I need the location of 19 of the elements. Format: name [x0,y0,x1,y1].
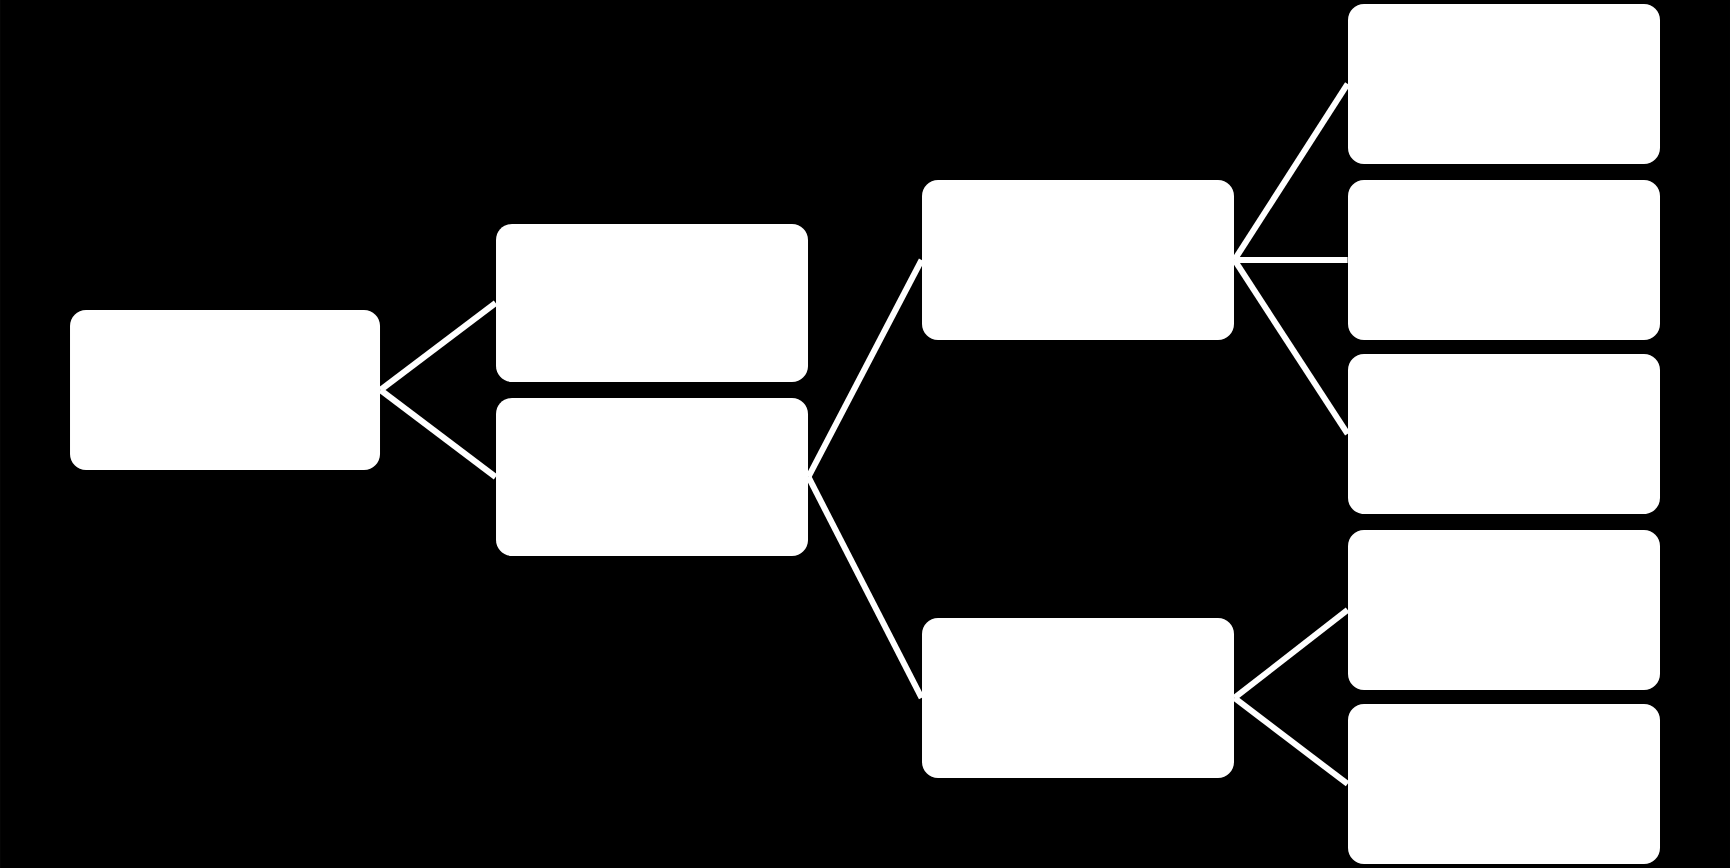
tree-box [1348,4,1660,164]
connector-line [805,475,925,700]
tree-box [70,310,380,470]
tree-box [1348,180,1660,340]
connector-line [1232,695,1350,787]
tree-box [922,180,1234,340]
tree-box [496,224,808,382]
connector-line [805,258,925,479]
connector-line [1234,257,1348,263]
tree-box [922,618,1234,778]
tree-box [1348,354,1660,514]
tree-box [1348,530,1660,690]
connector-line [378,387,498,480]
tree-box [496,398,808,556]
connector-line [1232,607,1350,701]
tree-box [1348,704,1660,864]
connector-line [1231,258,1351,436]
connector-line [378,300,498,393]
connector-line [1231,82,1351,262]
